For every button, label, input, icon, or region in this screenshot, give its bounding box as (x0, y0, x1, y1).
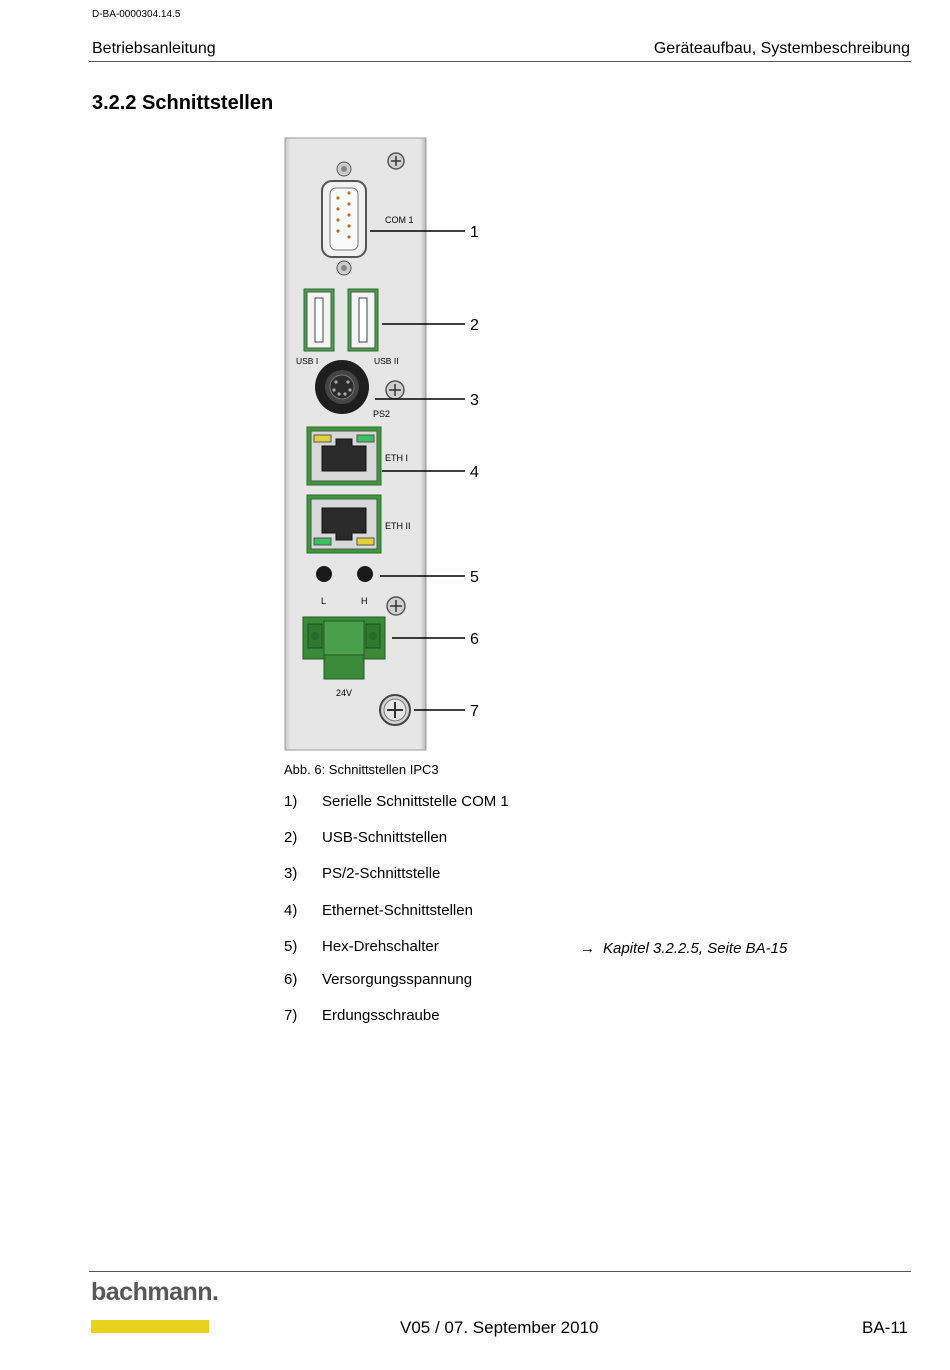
brand-logo: bachmann. (91, 1278, 219, 1306)
cross-reference-link[interactable]: → Kapitel 3.2.2.5, Seite BA-15 (580, 940, 787, 957)
eth1-port (306, 426, 382, 486)
list-item-number: 7) (284, 1007, 298, 1024)
com1-label: COM 1 (385, 215, 414, 225)
switch-l-label: L (321, 596, 326, 606)
list-item-text: Hex-Drehschalter (322, 938, 439, 955)
ground-screw-icon (379, 694, 411, 726)
list-item: 5) Hex-Drehschalter (284, 938, 439, 955)
list-item: 2) USB-Schnittstellen (284, 829, 447, 846)
eth1-label: ETH I (385, 453, 408, 463)
hex-switch-l (316, 566, 332, 582)
interface-figure: COM 1 USB I USB II (282, 136, 502, 756)
list-item-number: 2) (284, 829, 298, 846)
callout-4: 4 (470, 464, 479, 481)
list-item-text: Erdungsschraube (322, 1007, 440, 1024)
list-item-text: Versorgungsspannung (322, 971, 473, 988)
com1-connector (321, 161, 367, 276)
eth2-port (306, 494, 382, 554)
list-item: 7) Erdungsschraube (284, 1007, 440, 1024)
screw-icon (386, 596, 406, 616)
footer-rule (89, 1271, 911, 1272)
figure-caption: Abb. 6: Schnittstellen IPC3 (284, 762, 439, 777)
callout-lines (370, 230, 465, 711)
header-left: Betriebsanleitung (92, 40, 216, 57)
power-connector (302, 616, 386, 680)
header-right: Geräteaufbau, Systembeschreibung (653, 40, 910, 57)
section-title: 3.2.2 Schnittstellen (92, 92, 274, 114)
footer-version-date: V05 / 07. September 2010 (400, 1318, 599, 1337)
ps2-connector (315, 360, 369, 414)
list-item-number: 6) (284, 971, 298, 988)
device-panel-drawing: COM 1 USB I USB II (284, 137, 479, 751)
usb1-port (303, 288, 335, 352)
list-item-text: Ethernet-Schnittstellen (322, 902, 473, 919)
callout-2: 2 (470, 317, 479, 334)
list-item-text: Serielle Schnittstelle COM 1 (322, 793, 509, 810)
brand-logo-bar (91, 1320, 209, 1333)
callout-3: 3 (470, 392, 479, 409)
usb2-label: USB II (374, 356, 399, 366)
list-item-number: 1) (284, 793, 298, 810)
list-item: 3) PS/2-Schnittstelle (284, 865, 440, 882)
usb2-port (347, 288, 379, 352)
eth2-label: ETH II (385, 521, 411, 531)
cross-reference-text: Kapitel 3.2.2.5, Seite BA-15 (603, 940, 788, 957)
list-item: 1) Serielle Schnittstelle COM 1 (284, 793, 509, 810)
header-rule (89, 61, 911, 62)
callout-1: 1 (470, 224, 479, 241)
callout-6: 6 (470, 631, 479, 648)
list-item: 4) Ethernet-Schnittstellen (284, 902, 473, 919)
callout-5: 5 (470, 569, 479, 586)
list-item-number: 4) (284, 902, 298, 919)
list-item-number: 5) (284, 938, 298, 955)
callout-7: 7 (470, 703, 479, 720)
screw-icon (387, 152, 405, 170)
hex-switch-h (357, 566, 373, 582)
list-item-number: 3) (284, 865, 298, 882)
document-id: D-BA-0000304.14.5 (92, 9, 181, 20)
page-number: BA-11 (862, 1318, 908, 1337)
screw-icon (385, 380, 405, 400)
switch-h-label: H (361, 596, 368, 606)
list-item-text: USB-Schnittstellen (322, 829, 448, 846)
power-label: 24V (336, 688, 352, 698)
usb1-label: USB I (296, 356, 318, 366)
ps2-label: PS2 (373, 409, 390, 419)
arrow-right-icon: → (580, 940, 595, 957)
list-item-text: PS/2-Schnittstelle (322, 865, 441, 882)
list-item: 6) Versorgungsspannung (284, 971, 472, 988)
